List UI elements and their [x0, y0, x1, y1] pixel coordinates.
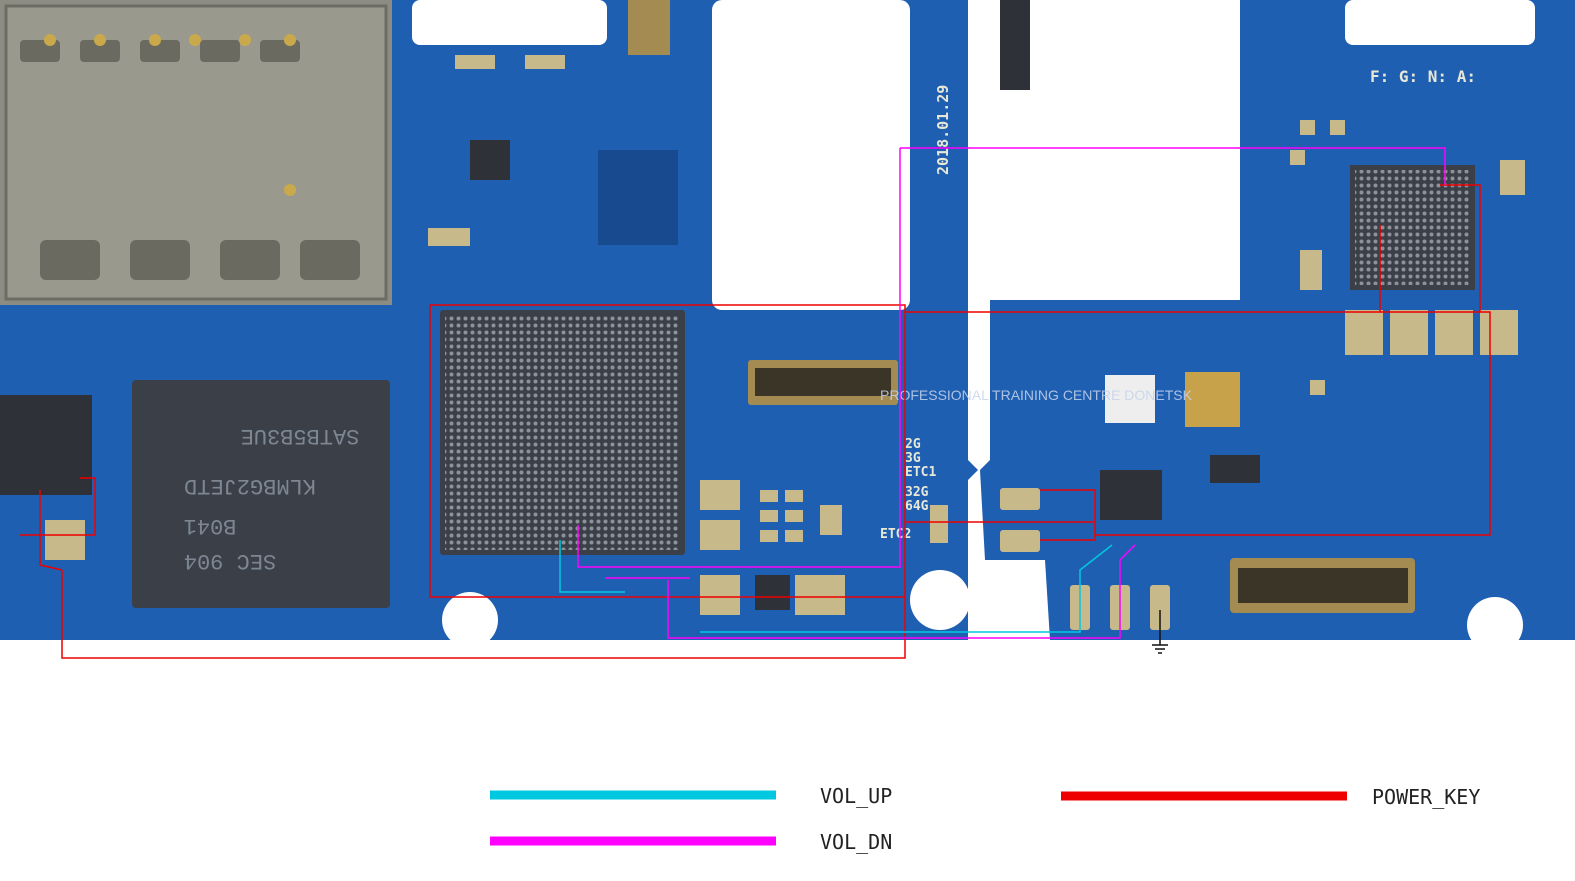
emmc-line-3: B041: [184, 513, 237, 538]
legend: VOL_UP VOL_DN POWER_KEY: [490, 784, 1480, 854]
band-label: ETC1: [905, 465, 936, 480]
board-date: 2018.01.29: [934, 85, 952, 175]
pcb-right-board: F: G: N: A: PROFESSIONAL TRAINING CENTRE…: [880, 0, 1575, 653]
band-label: 2G: [905, 437, 921, 452]
legend-label-power-key: POWER_KEY: [1372, 785, 1480, 809]
vol-dn-traces: [577, 147, 1446, 639]
emmc-line-4: SEC 904: [184, 548, 276, 573]
legend-label-vol-up: VOL_UP: [820, 784, 892, 808]
vol-up-traces: [559, 540, 1113, 633]
emmc-line-1: SATB5B3UE: [241, 423, 360, 448]
emmc-line-2: KLMBG2JETD: [184, 473, 316, 498]
band-labels: 2G 3G ETC1 32G 64G ETC2: [880, 437, 936, 542]
pcb-left-board: SATB5B3UE KLMBG2JETD B041 SEC 904 2018: [0, 0, 978, 648]
band-label: 64G: [905, 499, 929, 514]
band-label: 3G: [905, 451, 921, 466]
ground-symbol: [1152, 610, 1168, 654]
band-label: ETC2: [880, 527, 911, 542]
band-label: 32G: [905, 485, 929, 500]
legend-label-vol-dn: VOL_DN: [820, 830, 892, 854]
watermark-text: PROFESSIONAL TRAINING CENTRE DONETSK: [880, 387, 1193, 403]
fgna-label: F: G: N: A:: [1370, 67, 1476, 86]
